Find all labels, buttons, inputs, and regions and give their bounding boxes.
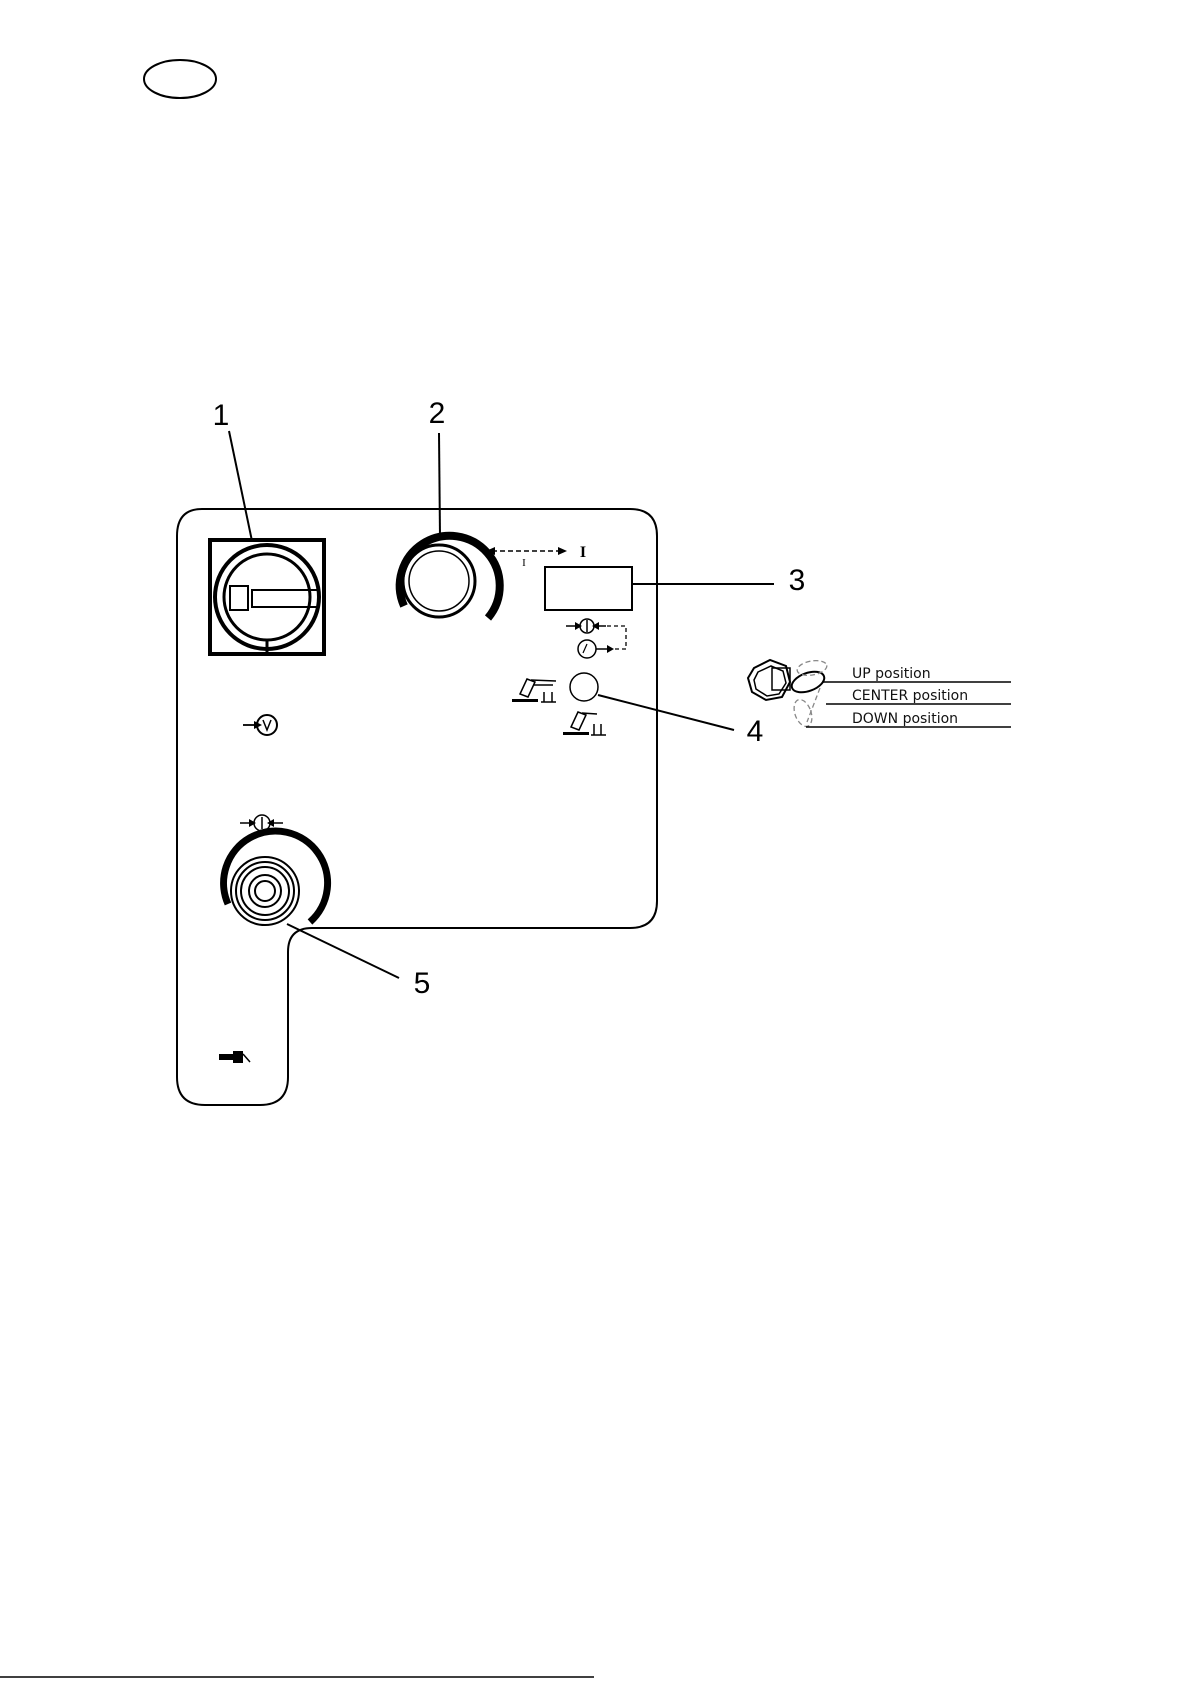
current-range-indicator: I I — [486, 544, 586, 569]
callout-number-3: 3 — [789, 564, 806, 597]
toggle-down-label: DOWN position — [852, 711, 958, 727]
callout-number-5: 5 — [414, 967, 431, 1000]
gas-connector-icon — [566, 619, 606, 633]
callout-3: 3 — [632, 564, 805, 597]
amp-meter-icon — [578, 626, 626, 658]
callout-number-1: 1 — [213, 399, 230, 432]
torch-4t-icon — [563, 712, 606, 735]
voltage-input-icon — [243, 715, 277, 735]
digital-display — [545, 567, 632, 610]
current-knob[interactable] — [400, 536, 500, 618]
torch-2t-icon — [512, 679, 556, 702]
toggle-up-label: UP position — [852, 666, 931, 682]
cable-plug-icon — [219, 1051, 250, 1063]
oval-badge-icon — [144, 60, 216, 98]
toggle-center-label: CENTER position — [852, 688, 968, 704]
output-connector[interactable] — [224, 831, 328, 925]
callout-5: 5 — [287, 924, 430, 1000]
rotary-main-switch-icon[interactable] — [210, 540, 324, 654]
callout-number-2: 2 — [429, 397, 446, 430]
callout-2: 2 — [429, 397, 446, 537]
function-selector-button[interactable] — [570, 673, 598, 701]
range-max-label: I — [580, 544, 586, 561]
callout-1: 1 — [213, 399, 252, 541]
callout-4: 4 — [598, 695, 763, 748]
range-min-label: I — [522, 557, 526, 569]
callout-number-4: 4 — [747, 715, 764, 748]
toggle-switch-detail: UP position CENTER position DOWN positio… — [748, 659, 1011, 729]
